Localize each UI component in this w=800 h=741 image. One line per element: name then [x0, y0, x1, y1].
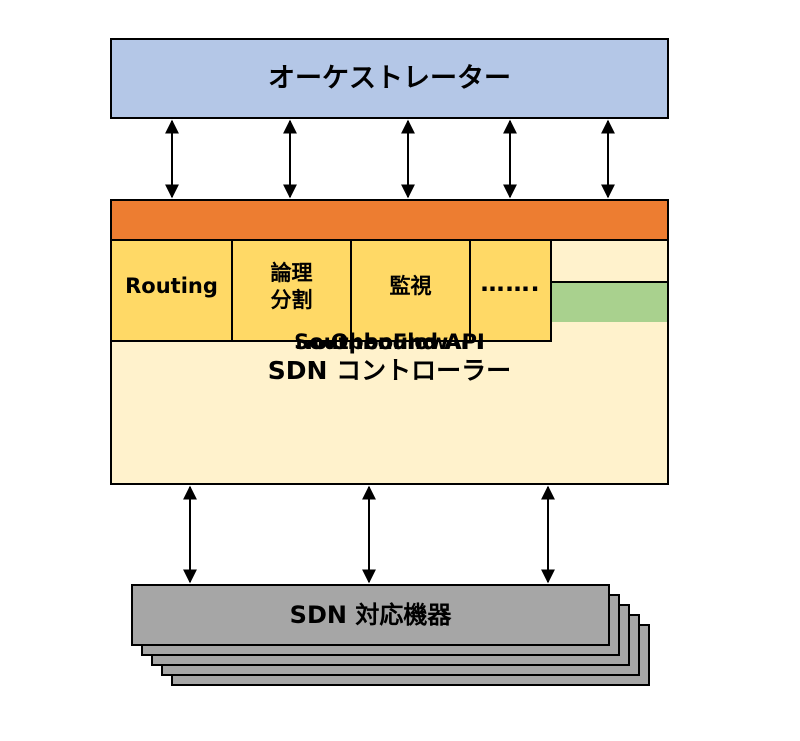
openflow-box: OpenFlow [112, 241, 468, 354]
function-more: ……. [471, 241, 552, 342]
sdn-devices-box: SDN 対応機器 [131, 584, 610, 646]
openflow-label: OpenFlow [330, 329, 449, 354]
sdn-devices-label: SDN 対応機器 [289, 601, 452, 629]
function-routing-label: Routing [125, 274, 218, 299]
orchestrator-label: オーケストレーター [268, 62, 511, 94]
function-logical-partition: 論理 分割 [233, 241, 352, 342]
controller-title: SDN コントローラー [267, 356, 512, 386]
function-more-label: ……. [480, 268, 541, 297]
orchestrator-box: オーケストレーター [110, 38, 669, 119]
function-logical-partition-label: 論理 分割 [270, 261, 313, 312]
function-routing: Routing [112, 241, 233, 342]
function-monitoring: 監視 [352, 241, 471, 342]
southbound-api-label: Southbound API [294, 329, 485, 354]
sdn-controller-box: Northbound API Routing 論理 分割 監視 ……. SDN … [110, 199, 669, 485]
function-monitoring-label: 監視 [389, 274, 432, 299]
southbound-api-bar: Southbound API [112, 281, 667, 354]
